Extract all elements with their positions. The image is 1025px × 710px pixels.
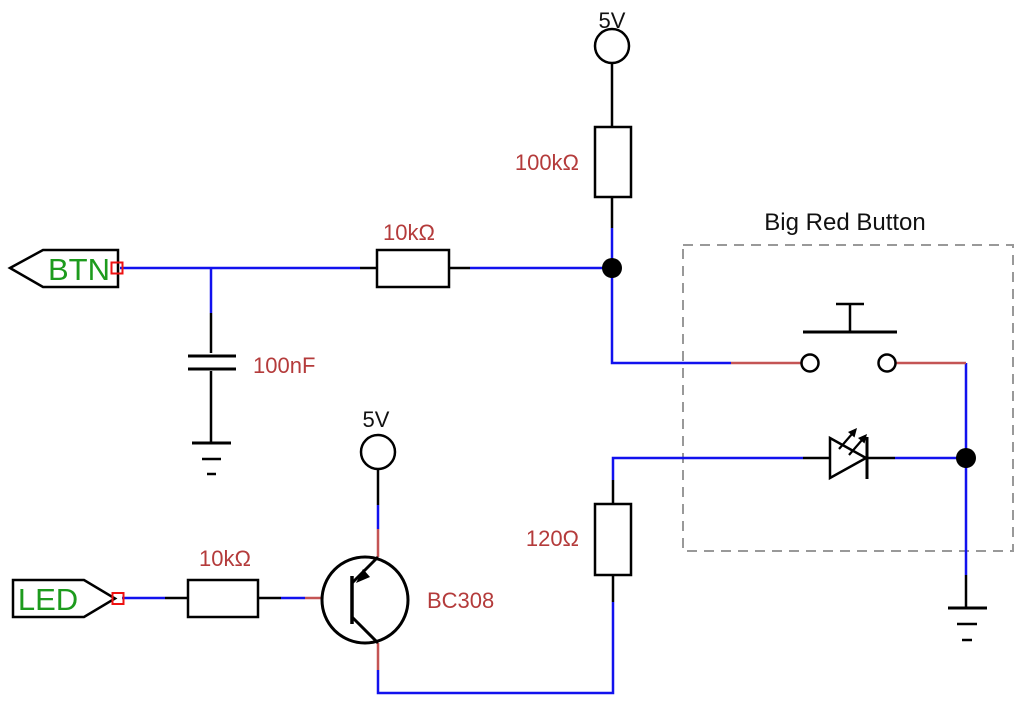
transistor-emitter-arrow <box>356 569 370 583</box>
net-flag-btn: BTN <box>7 248 124 289</box>
transistor-body <box>320 555 410 645</box>
supply-5v-top: 5V <box>593 8 631 65</box>
resistor-10k-top-label: 10kΩ <box>383 220 435 245</box>
transistor-emitter <box>350 555 380 585</box>
pushbutton-contact-left <box>800 353 820 373</box>
transistor-bc308: BC308 <box>320 555 494 645</box>
led-emission-arrows <box>838 428 867 456</box>
module-title: Big Red Button <box>764 209 925 236</box>
resistor-10k-bottom-body <box>186 578 260 619</box>
module-boundary-box <box>682 244 1014 552</box>
net-flag-led-label: LED <box>18 582 78 617</box>
resistor-120: 120Ω <box>526 502 633 577</box>
pushbutton <box>800 302 897 373</box>
net-flag-led: LED <box>11 578 125 619</box>
capacitor-100nf-label: 100nF <box>253 353 315 378</box>
led-symbol <box>828 428 869 481</box>
resistor-100k: 100kΩ <box>515 125 633 199</box>
transistor-bc308-label: BC308 <box>427 588 494 613</box>
net-wires <box>120 228 968 695</box>
wire-resistor120-to-led <box>611 456 803 480</box>
resistor-120-label: 120Ω <box>526 526 579 551</box>
junction-dot-led-net <box>956 448 976 468</box>
net-flag-led-shape <box>11 578 118 619</box>
led-triangle <box>828 435 869 481</box>
resistor-100k-label: 100kΩ <box>515 150 579 175</box>
resistor-10k-top-body <box>375 248 451 289</box>
net-flag-btn-label: BTN <box>48 252 110 287</box>
transistor-collector <box>350 615 380 645</box>
resistor-10k-bottom: 10kΩ <box>186 546 260 619</box>
junction-dot-btn-net <box>602 258 622 278</box>
pushbutton-contact-right <box>877 353 897 373</box>
resistor-10k-top: 10kΩ <box>375 220 451 289</box>
wire-collector-to-resistor120 <box>376 602 615 695</box>
resistor-10k-bottom-label: 10kΩ <box>199 546 251 571</box>
supply-5v-top-symbol <box>593 27 631 65</box>
ground-symbol-left <box>192 441 231 476</box>
net-flag-btn-pin <box>110 261 124 275</box>
capacitor-100nf: 100nF <box>188 353 315 476</box>
wire-junction-to-button <box>610 268 731 365</box>
resistor-100k-body <box>593 125 633 199</box>
supply-5v-transistor-label: 5V <box>363 407 390 432</box>
net-flag-led-pin <box>111 592 125 605</box>
ground-symbol-right <box>948 606 987 642</box>
component-legs-red <box>305 361 966 670</box>
net-flag-btn-shape <box>7 248 120 289</box>
resistor-120-body <box>593 502 633 577</box>
supply-5v-transistor-symbol <box>359 433 397 471</box>
supply-5v-transistor: 5V <box>359 407 397 471</box>
